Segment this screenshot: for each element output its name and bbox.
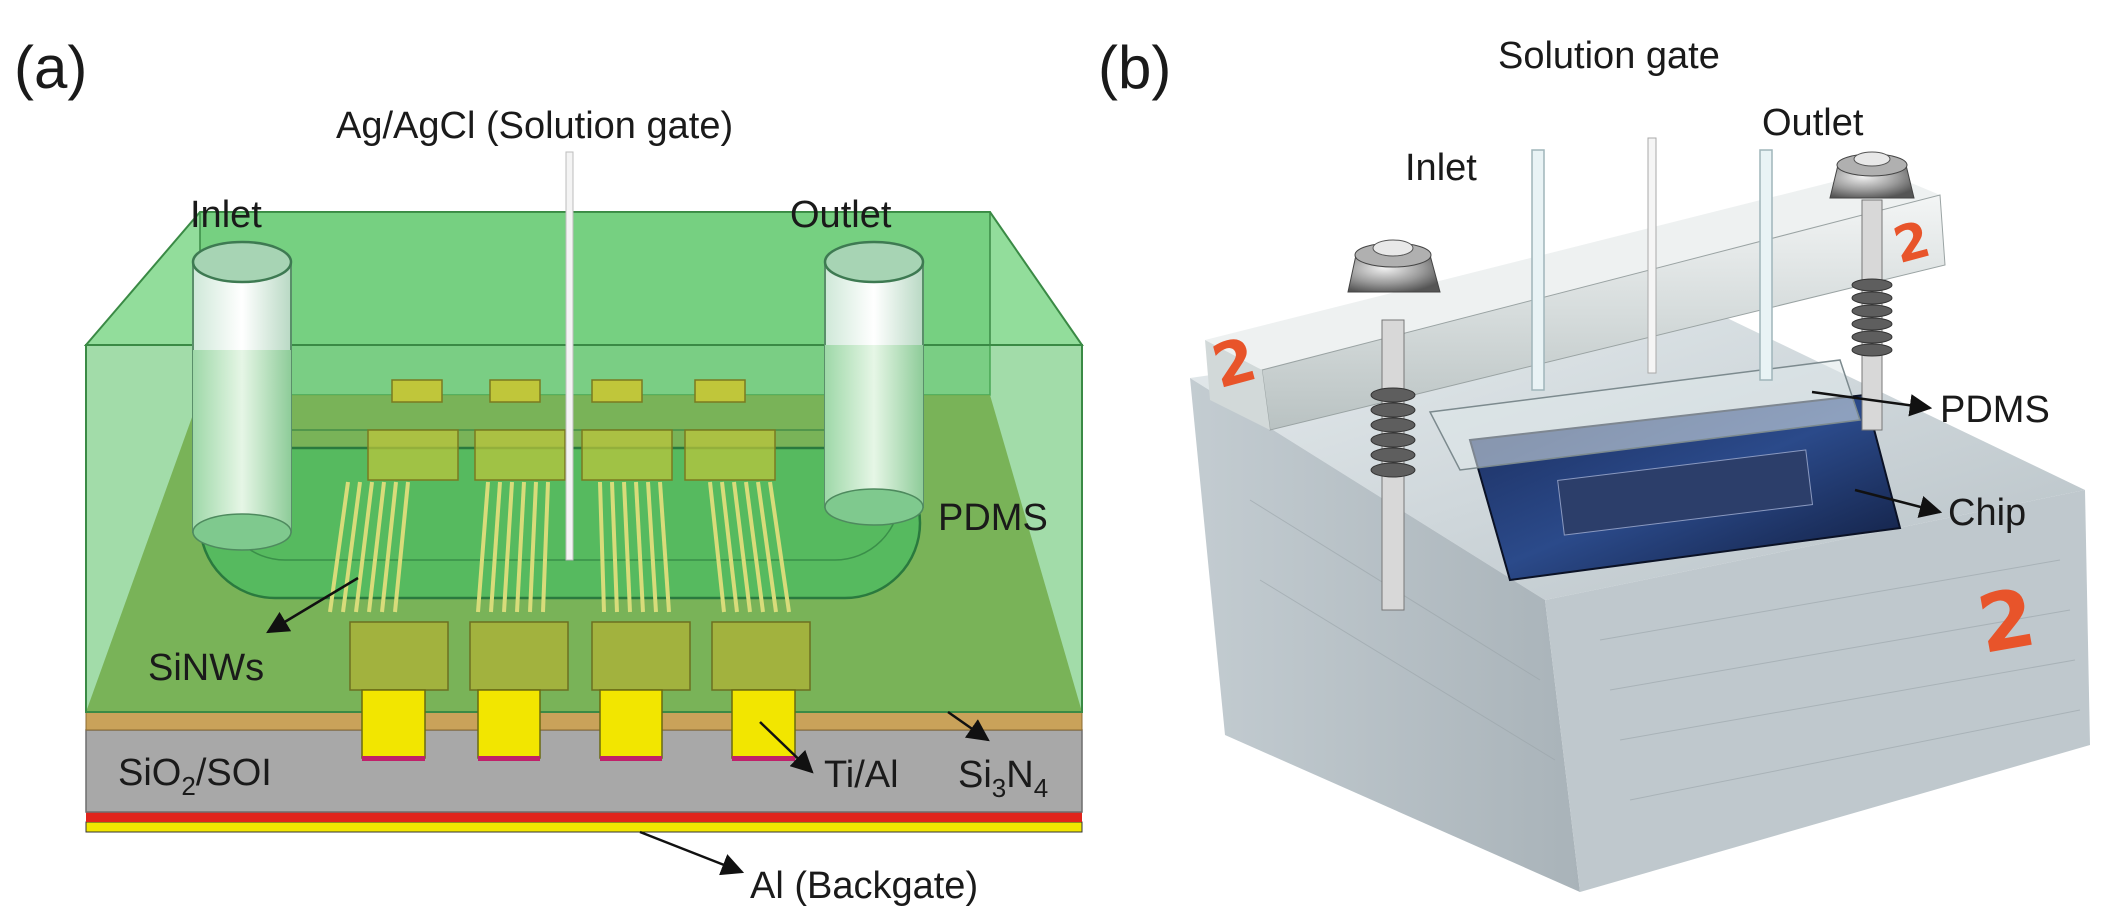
- clamp-bar-left: [1205, 340, 1270, 430]
- sinws-arrow: [266, 576, 359, 634]
- silicon-nanowires: [328, 481, 791, 613]
- inlet-label-a: Inlet: [190, 194, 262, 236]
- panel-a-label: (a): [14, 34, 87, 101]
- backgate-red-layer: [86, 812, 1082, 822]
- solution-gate-label: Solution gate: [1498, 35, 1720, 77]
- pdms-block: [1428, 359, 1862, 471]
- front-contact-pads: [349, 621, 811, 691]
- left-screw: [1347, 239, 1441, 611]
- outlet-tube-b: [1759, 149, 1773, 381]
- inlet-tube-b: [1531, 149, 1545, 391]
- chip-label: Chip: [1948, 492, 2026, 534]
- panel-a: (a): [14, 34, 1084, 907]
- backgate-label: Al (Backgate): [750, 865, 978, 907]
- inlet-label-b: Inlet: [1405, 147, 1477, 189]
- pdms-label-b: PDMS: [1940, 389, 2050, 431]
- base-block-left: [1190, 378, 1580, 892]
- chip-pattern: [1557, 449, 1814, 536]
- pdms-arrow: [1811, 390, 1933, 417]
- clamp-bar-front: [1261, 194, 1946, 431]
- panel-b-label: (b): [1098, 34, 1171, 101]
- panel-b: (b) 2 2 2: [1098, 34, 2090, 892]
- outlet-label-a: Outlet: [790, 194, 892, 236]
- substrate-label: SiO2/SOI: [118, 752, 272, 801]
- pdms-label-a: PDMS: [938, 497, 1048, 539]
- chip-arrow: [1854, 488, 1943, 518]
- nitride-label: Si3N4: [958, 754, 1048, 803]
- base-block-front: [1545, 490, 2090, 892]
- outlet-tube: [823, 240, 925, 526]
- tial-label: Ti/Al: [824, 754, 899, 796]
- tial-arrow: [759, 721, 814, 774]
- inlet-tube: [191, 240, 293, 551]
- backgate-yellow-layer: [85, 821, 1083, 833]
- sinws-label: SiNWs: [148, 647, 264, 689]
- ag-agcl-electrode: [565, 151, 574, 561]
- solution-gate-wire: [1647, 137, 1657, 374]
- outlet-label-b: Outlet: [1762, 102, 1864, 144]
- electrode-label: Ag/AgCl (Solution gate): [336, 105, 733, 147]
- back-contact-pads: [367, 379, 776, 481]
- nitride-layer: [85, 711, 1083, 731]
- nitride-arrow: [947, 710, 990, 742]
- backgate-arrow: [639, 830, 745, 876]
- right-screw: [1829, 151, 1915, 431]
